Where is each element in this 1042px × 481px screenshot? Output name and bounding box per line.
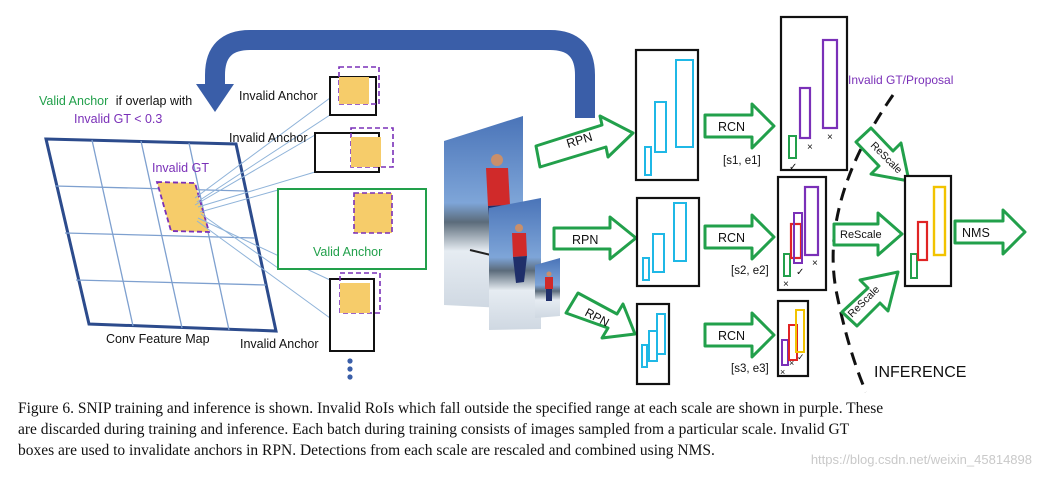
rescale-arrow-1 [854,126,911,183]
rescale-arrow-3 [840,270,900,328]
caption-line-1: Figure 6. SNIP training and inference is… [18,400,884,417]
anchor-invalid-3 [329,272,381,352]
invalid-gt-proposal-label: Invalid GT/Proposal [848,73,953,87]
rpn-arrow-2 [552,215,638,261]
inference-label: INFERENCE [874,364,966,381]
valid-anchor-note-threshold: Invalid GT < 0.3 [74,112,162,126]
combined-output [903,174,953,288]
image-small [535,258,560,318]
rescale-arrow-2 [832,211,904,257]
snip-diagram: Valid Anchor if overlap with Invalid GT … [39,15,1027,393]
invalid-anchor-label-2: Invalid Anchor [229,131,308,145]
svg-text:Valid Anchor if overlap wi: Valid Anchor if overlap with [39,94,192,108]
svg-text:✓: ✓ [796,267,804,278]
rpn-label-2: RPN [572,233,598,247]
ellipsis-dots [347,358,353,380]
svg-text:✓: ✓ [797,352,805,362]
rcn-output-3: × × ✓ [776,299,810,378]
curved-blue-arrow [196,30,595,118]
anchor-invalid-2 [314,127,394,173]
invalid-anchor-label-3: Invalid Anchor [240,337,319,351]
scale-label-2: [s2, e2] [731,265,769,277]
invalid-gt-box [155,181,211,233]
inference-boundary [831,94,895,393]
projection-lines [194,97,331,319]
nms-arrow [953,208,1027,256]
valid-anchor-note-label: Valid Anchor [39,94,108,108]
rcn-output-2: × ✓ × [776,175,828,292]
svg-text:[s1, e1]: [s1, e1] [723,155,761,167]
anchor-valid [277,188,427,270]
svg-text:×: × [827,132,833,143]
rcn-arrow-3 [703,311,776,359]
caption-line-2: are discarded during training and infere… [18,421,850,438]
anchor-invalid-1 [329,66,380,116]
conv-feature-map-label: Conv Feature Map [106,332,210,346]
rcn-output-1: ✓ × × [779,15,849,173]
rcn-arrow-1 [703,102,776,150]
invalid-anchor-label-1: Invalid Anchor [239,89,318,103]
svg-text:×: × [780,367,785,377]
rcn-label-3: RCN [718,329,745,343]
valid-anchor-note-text: if overlap with [116,94,192,108]
svg-text:✓: ✓ [789,162,797,173]
svg-text:×: × [807,142,813,153]
scale-label-1: [s1, e1] [723,155,761,167]
figure-caption: Figure 6. SNIP training and inference is… [18,398,1028,461]
svg-text:[s3, e3]: [s3, e3] [731,363,769,375]
rcn-arrow-2 [703,213,776,261]
valid-anchor-label: Valid Anchor [313,245,382,259]
rpn-arrow-1 [534,114,635,169]
svg-text:×: × [783,279,789,290]
rpn-arrow-3 [564,291,637,340]
invalid-gt-label: Invalid GT [152,161,209,175]
rescale-label-2: ReScale [840,229,882,241]
scale-label-3: [s3, e3] [731,363,769,375]
svg-text:×: × [789,358,794,368]
svg-text:×: × [812,258,818,269]
conv-feature-map-grid [44,137,278,333]
caption-line-3: boxes are used to invalidate anchors in … [18,442,715,459]
rpn-output-3 [635,302,671,386]
rpn-output-2 [635,196,701,288]
rcn-label-1: RCN [718,120,745,134]
image-medium [489,198,541,330]
svg-text:[s2, e2]: [s2, e2] [731,265,769,277]
rcn-label-2: RCN [718,231,745,245]
watermark: https://blog.csdn.net/weixin_45814898 [810,452,1032,467]
rpn-output-1 [634,48,700,182]
nms-label: NMS [962,226,990,240]
